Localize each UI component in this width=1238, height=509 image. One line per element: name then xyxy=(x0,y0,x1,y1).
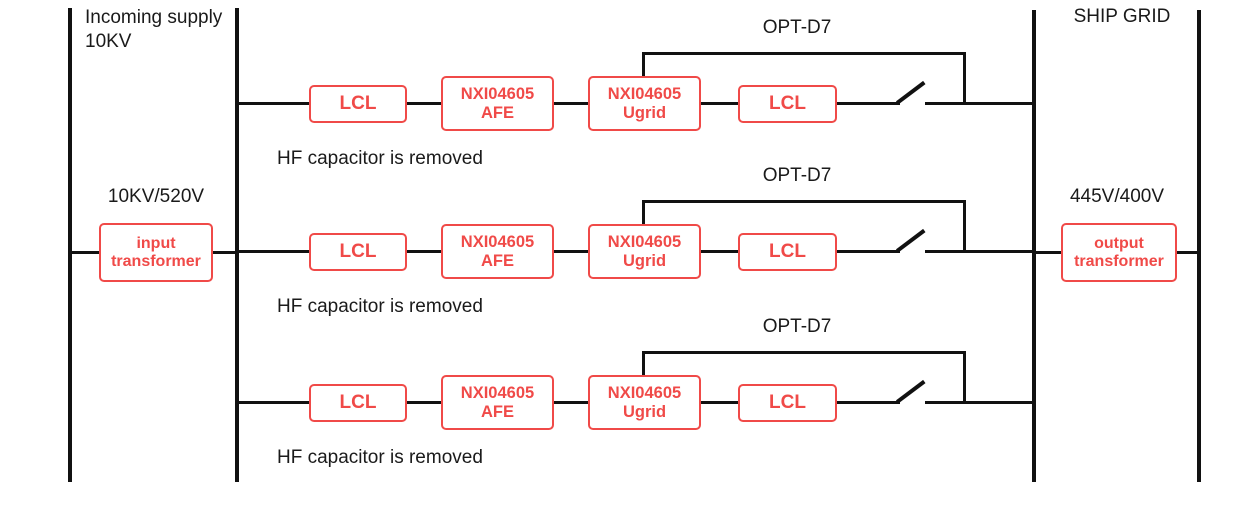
branch-line-left xyxy=(238,250,900,253)
ugrid-converter-box: NXI04605 Ugrid xyxy=(588,375,701,430)
bypass-line-rise xyxy=(642,351,645,379)
afe-converter-line1: NXI04605 xyxy=(460,233,535,252)
bypass-line-top xyxy=(642,351,966,354)
lcl-filter-output-box: LCL xyxy=(738,233,837,271)
output-transformer-ratio-label: 445V/400V xyxy=(1069,186,1165,207)
converter-branch-3: OPT-D7 LCL NXI04605 AFE NXI04605 Ugrid L… xyxy=(0,313,1238,473)
opt-d7-label: OPT-D7 xyxy=(762,316,832,337)
input-transformer-box: input transformer xyxy=(99,223,213,282)
ugrid-converter-line2: Ugrid xyxy=(622,402,667,421)
hf-capacitor-note: HF capacitor is removed xyxy=(277,296,483,317)
ugrid-converter-box: NXI04605 Ugrid xyxy=(588,76,701,131)
incoming-supply-label-line1: Incoming supply xyxy=(85,7,223,28)
opt-d7-label: OPT-D7 xyxy=(762,165,832,186)
afe-converter-line1: NXI04605 xyxy=(460,85,535,104)
bypass-line-drop xyxy=(963,200,966,253)
ugrid-converter-line1: NXI04605 xyxy=(607,85,682,104)
ugrid-converter-line1: NXI04605 xyxy=(607,384,682,403)
bypass-line-rise xyxy=(642,200,645,228)
input-transformer-box-line1: input xyxy=(136,234,176,252)
hf-capacitor-note: HF capacitor is removed xyxy=(277,148,483,169)
converter-branch-1: OPT-D7 LCL NXI04605 AFE NXI04605 Ugrid L… xyxy=(0,14,1238,174)
ugrid-converter-box: NXI04605 Ugrid xyxy=(588,224,701,279)
afe-converter-box: NXI04605 AFE xyxy=(441,224,554,279)
bypass-line-drop xyxy=(963,351,966,404)
busbar-520v xyxy=(235,8,239,482)
converter-branch-2: OPT-D7 LCL NXI04605 AFE NXI04605 Ugrid L… xyxy=(0,162,1238,322)
branch-line-left xyxy=(238,401,900,404)
busbar-10kv xyxy=(68,8,72,482)
afe-converter-line2: AFE xyxy=(481,402,514,421)
ugrid-converter-line2: Ugrid xyxy=(622,251,667,270)
disconnect-switch-icon xyxy=(895,80,926,105)
afe-converter-line1: NXI04605 xyxy=(460,384,535,403)
afe-converter-box: NXI04605 AFE xyxy=(441,76,554,131)
output-transformer-box: output transformer xyxy=(1061,223,1177,282)
opt-d7-label: OPT-D7 xyxy=(762,17,832,38)
lcl-filter-output-box: LCL xyxy=(738,384,837,422)
output-transformer-box-line2: transformer xyxy=(1074,252,1164,270)
busbar-ship-grid xyxy=(1197,10,1201,482)
branch-line-left xyxy=(238,102,900,105)
branch-line-right xyxy=(925,401,1034,404)
ship-grid-label: SHIP GRID xyxy=(1073,6,1171,27)
bypass-line-top xyxy=(642,200,966,203)
busbar-445v xyxy=(1032,10,1036,482)
incoming-supply-label: Incoming supply 10KV xyxy=(85,6,222,54)
branch-line-right xyxy=(925,102,1034,105)
lcl-filter-input-box: LCL xyxy=(309,233,407,271)
afe-converter-line2: AFE xyxy=(481,251,514,270)
afe-converter-line2: AFE xyxy=(481,103,514,122)
hf-capacitor-note: HF capacitor is removed xyxy=(277,447,483,468)
ugrid-converter-line2: Ugrid xyxy=(622,103,667,122)
output-transformer-box-line1: output xyxy=(1094,234,1144,252)
disconnect-switch-icon xyxy=(895,379,926,404)
bypass-line-drop xyxy=(963,52,966,105)
branch-line-right xyxy=(925,250,1034,253)
lcl-filter-output-box: LCL xyxy=(738,85,837,123)
bypass-line-top xyxy=(642,52,966,55)
input-transformer-ratio-label: 10KV/520V xyxy=(107,186,205,207)
incoming-supply-label-line2: 10KV xyxy=(85,31,132,52)
input-transformer-box-line2: transformer xyxy=(111,252,201,270)
lcl-filter-input-box: LCL xyxy=(309,85,407,123)
lcl-filter-input-box: LCL xyxy=(309,384,407,422)
disconnect-switch-icon xyxy=(895,228,926,253)
afe-converter-box: NXI04605 AFE xyxy=(441,375,554,430)
ugrid-converter-line1: NXI04605 xyxy=(607,233,682,252)
bypass-line-rise xyxy=(642,52,645,80)
